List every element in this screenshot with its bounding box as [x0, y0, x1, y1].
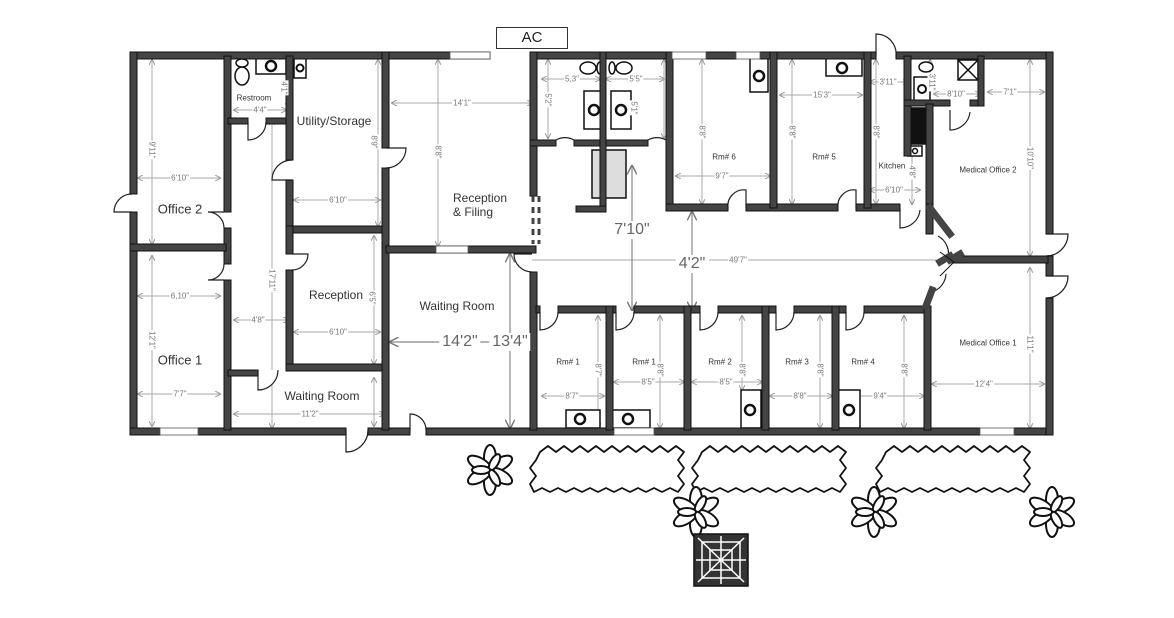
- room-label-reception: Reception: [308, 288, 364, 302]
- room-label-office-2: Office 2: [157, 201, 203, 217]
- dim-mo1-width: 12'4": [974, 379, 994, 389]
- dim-office2-width: 6'10": [170, 173, 190, 183]
- dim-rm5-width: 15'3": [812, 90, 832, 100]
- room-label-reception-filing-2: & Filing: [452, 205, 494, 219]
- dim-kitchen-width: 6'10": [884, 185, 904, 195]
- dim-rm3-height: 8'8": [815, 362, 825, 378]
- dim-waiting-large-height: 13'4": [489, 333, 531, 351]
- dim-hall-width-2: 4'2": [675, 255, 709, 273]
- dim-restroom-height: 4'1": [279, 80, 289, 96]
- dim-office2-height: 9'11": [147, 140, 157, 160]
- dim-bath3-height: 3'11": [927, 72, 937, 92]
- flower-icon: [848, 486, 900, 538]
- dim-rm6-height: 8'8": [697, 124, 707, 140]
- room-label-restroom: Restroom: [236, 93, 272, 103]
- dim-office1-width-top: 6,10": [169, 291, 191, 301]
- dim-bath1-width: 5,3": [564, 74, 580, 84]
- dim-reception-height: 6'5": [367, 290, 377, 306]
- dim-corridor-height: 17'11": [267, 268, 277, 292]
- dim-hall-width: 7'10": [611, 221, 653, 239]
- dim-mo2-height: 10'10": [1025, 145, 1035, 171]
- dim-kitchen-height: 8'8": [871, 124, 881, 140]
- room-label-kitchen: Kitchen: [878, 161, 906, 171]
- room-label-rm6: Rm# 6: [712, 152, 736, 162]
- dim-rm4-width: 9'4": [872, 391, 888, 401]
- dim-rm3-width: 8'8": [792, 391, 808, 401]
- dim-bath2-height: 5'1": [629, 100, 639, 116]
- dim-reception-filing-width: 14'1": [452, 98, 472, 108]
- dim-rm2-width: 8'5": [718, 377, 734, 387]
- dim-rm1b-width: 8'5": [640, 377, 656, 387]
- room-label-rm1b: Rm# 1: [632, 357, 656, 367]
- room-label-rm5: Rm# 5: [812, 152, 836, 162]
- room-label-reception-filing-1: Reception: [452, 191, 508, 205]
- room-label-waiting-room-small: Waiting Room: [284, 389, 360, 403]
- ac-unit-label: AC: [496, 27, 568, 49]
- dim-office1-width: 7'7": [172, 389, 188, 399]
- dim-rm2-height: 8'8": [737, 362, 747, 378]
- flower-icon: [464, 444, 516, 496]
- dim-rm4-height: 8'8": [899, 362, 909, 378]
- room-label-rm2: Rm# 2: [708, 357, 732, 367]
- dim-reception-width: 6'10": [328, 327, 348, 337]
- dim-bath3-width: 8'10": [946, 89, 966, 99]
- flower-icon: [1026, 486, 1078, 538]
- room-label-rm1a: Rm# 1: [556, 357, 580, 367]
- drain-grate-icon: [693, 533, 749, 587]
- room-label-office-1: Office 1: [157, 352, 203, 368]
- dim-rm6-width: 9'7": [714, 171, 730, 181]
- dim-kitchen-height-2: 4'8": [907, 164, 917, 180]
- dim-restroom-width: 4'4": [252, 105, 268, 115]
- dim-bath1-height: 5'2": [543, 92, 553, 108]
- dim-mo1-height: 11'1": [1025, 334, 1035, 354]
- dim-rm5-height: 8'8": [787, 124, 797, 140]
- room-label-medical-office-2: Medical Office 2: [959, 165, 1017, 175]
- dim-office1-height: 12'1": [147, 330, 157, 350]
- room-label-medical-office-1: Medical Office 1: [959, 338, 1017, 348]
- dim-utility-width: 6'10": [328, 195, 348, 205]
- room-label-rm3: Rm# 3: [785, 357, 809, 367]
- room-label-rm4: Rm# 4: [851, 357, 875, 367]
- dim-mo2-width: 7'1": [1002, 87, 1018, 97]
- dim-rm1a-width: 8'7": [564, 391, 580, 401]
- dim-bath2-width: 5'5": [628, 74, 644, 84]
- dim-waiting-large-width: 14'2": [439, 333, 481, 351]
- dim-utility-height: 8'9": [369, 134, 379, 150]
- room-label-utility-storage: Utility/Storage: [296, 114, 372, 128]
- dim-reception-filing-height: 8'8": [433, 144, 443, 160]
- dim-kitchen-width-top: 3'11": [878, 77, 898, 87]
- dim-rm1b-height: 8'8": [655, 362, 665, 378]
- room-label-waiting-room-large: Waiting Room: [419, 299, 495, 313]
- flower-icon: [670, 486, 722, 538]
- dim-corridor-width: 4'8": [250, 315, 266, 325]
- dim-rm1a-height: 8'7": [593, 362, 603, 378]
- dim-hall-length: 49'7": [728, 255, 748, 265]
- dim-waiting-small-width: 11'2": [300, 409, 320, 419]
